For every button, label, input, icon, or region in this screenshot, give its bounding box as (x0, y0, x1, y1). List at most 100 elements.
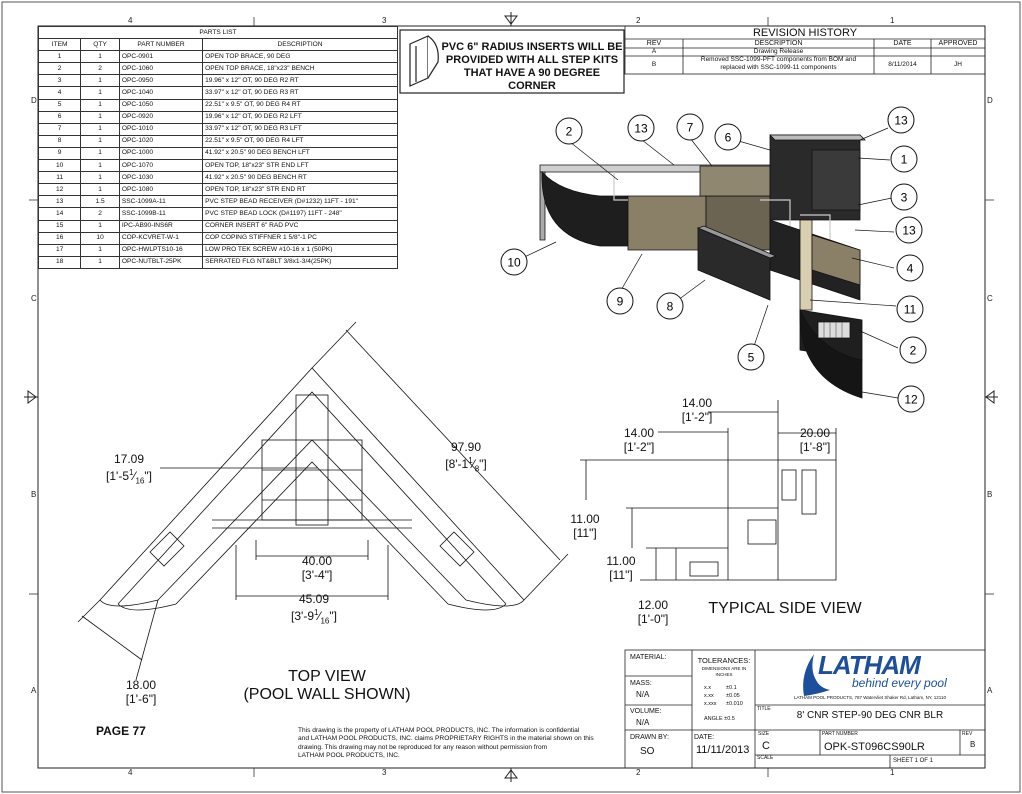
dim-17-09-value: 17.09 (113, 452, 145, 466)
table-cell: 33.97" x 12" OT, 90 DEG R3 RT (202, 86, 398, 100)
rev-b: B (651, 61, 657, 68)
volume-value: N/A (636, 718, 650, 727)
table-cell: OPC-NUTBLT-25PK (118, 255, 204, 269)
zone-top-4: 4 (128, 16, 133, 25)
dim-45-09: 45.09 [3'-91⁄16"] (282, 592, 346, 628)
size-label: SIZE (758, 731, 770, 737)
dim-18-00-value: 18.00 (125, 678, 157, 692)
tolerance-row: x.xxx±0.010 (704, 700, 752, 708)
dim-17-09: 17.09 [1'-51⁄16"] (104, 452, 154, 488)
table-cell: 1 (80, 50, 120, 64)
dim-17-09-den: 16 (135, 476, 145, 486)
table-cell: 33.97" x 12" OT, 90 DEG R3 LFT (202, 122, 398, 136)
table-cell: 1 (80, 98, 120, 112)
zone-top-2: 2 (636, 16, 641, 25)
note-line-2: PROVIDED WITH ALL STEP KITS (445, 54, 619, 66)
note-line-1: PVC 6" RADIUS INSERTS WILL BE (441, 41, 623, 53)
zone-bottom-2: 2 (636, 768, 641, 777)
table-cell: 7 (37, 122, 82, 136)
dim-45-09-value: 45.09 (298, 592, 330, 606)
table-cell: 14 (37, 207, 82, 221)
table-cell: 1 (80, 219, 120, 233)
scale-label: SCALE (757, 755, 774, 761)
table-cell: 2 (80, 62, 120, 76)
rev-b-approved: JH (954, 61, 962, 68)
table-cell: 41.92" x 20.5" 90 DEG BENCH RT (202, 171, 398, 185)
dim-11-00-a: 11.00 [11"] (562, 512, 608, 540)
table-cell: 13 (37, 195, 82, 209)
table-cell: 1 (80, 110, 120, 124)
table-cell: 41.92" x 20.5" 90 DEG BENCH LFT (202, 146, 398, 161)
dim-12-ft: [1'-0"] (637, 612, 669, 626)
table-cell: 1 (80, 146, 120, 161)
dim-12-value: 12.00 (637, 598, 669, 612)
dim-17-09-end: "] (144, 469, 152, 483)
dim-97-90-num: 1 (468, 456, 473, 465)
logo-latham: LATHAM (818, 650, 921, 680)
table-cell: 1.5 (80, 195, 120, 209)
table-cell: OPC-1020 (118, 134, 204, 148)
table-cell: 1 (80, 86, 120, 100)
table-cell: 12 (37, 183, 82, 197)
dim-40-00-ft: [3'-4"] (301, 568, 333, 582)
dim-45-09-ft: [3'-91⁄16"] (291, 608, 337, 626)
parts-list-title: PARTS LIST (38, 25, 398, 40)
zone-right-B: B (987, 490, 993, 499)
dim-97-90-value: 97.90 (450, 440, 482, 454)
table-cell: 4 (37, 86, 82, 100)
table-cell: 18 (37, 255, 82, 269)
table-cell: LOW PRO TEK SCREW #10-16 x 1 (50PK) (202, 243, 398, 257)
table-cell: 1 (80, 243, 120, 257)
title-label: TITLE (757, 706, 771, 712)
rev-b-desc-2: replaced with SSC-1099-11 components (720, 64, 837, 71)
zone-left-D: D (31, 96, 37, 105)
company-address: LATHAM POOL PRODUCTS, 787 Watervliet Sha… (794, 695, 946, 700)
dim-45-09-end: "] (329, 609, 337, 623)
tolerance-key: x.x (704, 685, 712, 691)
tolerance-row: x.x±0.1 (704, 684, 752, 692)
dim-14-00-top: 14.00 [1'-2"] (672, 396, 722, 424)
table-cell: 16 (37, 231, 82, 245)
dim-18-00: 18.00 [1'-6"] (116, 678, 166, 706)
table-cell: 6 (37, 110, 82, 124)
table-cell: 17 (37, 243, 82, 257)
table-cell: SSC-1099B-11 (118, 207, 204, 221)
table-cell: OPC-0920 (118, 110, 204, 124)
rev-col-date: DATE (893, 40, 912, 47)
table-cell: OPC-1040 (118, 86, 204, 100)
table-cell: 22.51" x 9.5" OT, 90 DEG R4 LFT (202, 134, 398, 148)
parts-col-description: DESCRIPTION (202, 38, 398, 52)
volume-label: VOLUME: (630, 708, 662, 715)
table-cell: 9 (37, 146, 82, 161)
table-cell: OPC-1080 (118, 183, 204, 197)
table-cell: OPC-1050 (118, 98, 204, 112)
part-number-label: PART NUMBER (822, 731, 858, 737)
zone-right-A: A (987, 686, 993, 695)
zone-left-C: C (31, 294, 37, 303)
zone-bottom-1: 1 (890, 768, 895, 777)
parts-col-qty: QTY (80, 38, 120, 52)
tolerances-title: TOLERANCES: (697, 656, 751, 665)
table-cell: PVC STEP BEAD RECEIVER (D#1232) 11FT - 1… (202, 195, 398, 209)
disclaimer-3: drawing. This drawing may not be reprodu… (298, 743, 548, 751)
table-cell: OPC-1000 (118, 146, 204, 161)
tolerances-units: DIMENSIONS ARE IN INCHES (694, 666, 754, 677)
disclaimer: This drawing is the property of LATHAM P… (298, 727, 594, 761)
dim-97-90-ft-a: [8'-1 (445, 457, 469, 471)
table-cell: SSC-1099A-11 (118, 195, 204, 209)
table-cell: 11 (37, 171, 82, 185)
angle-tolerance: ANGLE ±0.5 (704, 716, 735, 722)
zone-right-D: D (987, 96, 993, 105)
table-cell: 10 (37, 159, 82, 173)
parts-col-item: ITEM (37, 38, 82, 52)
table-cell: 1 (80, 255, 120, 269)
